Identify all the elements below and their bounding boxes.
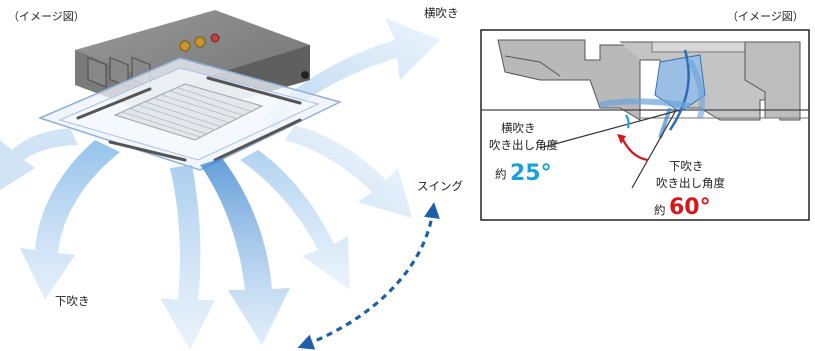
- side-angle-value: 25°: [510, 161, 552, 186]
- down-angle-value: 60°: [669, 195, 711, 220]
- side-angle-arc: [625, 114, 630, 129]
- airflow-arrow-left-side: [0, 128, 78, 190]
- airflow-arrow-center-down-2: [160, 165, 215, 350]
- pipe-connectors: [179, 33, 309, 79]
- right-diagram: （イメージ図） 横吹き 吹き出し角度 約 25°: [480, 10, 810, 221]
- airflow-arrow-right-side: [285, 125, 412, 218]
- intake-grille: [113, 83, 264, 141]
- label-down-blow: 下吹き: [55, 294, 90, 308]
- down-angle-line: [631, 111, 676, 189]
- louver-assembly: [599, 49, 706, 139]
- swing-arrow: [297, 202, 440, 350]
- side-blow-angle-title: 吹き出し角度: [489, 138, 558, 152]
- side-blow-title: 横吹き: [501, 121, 536, 135]
- right-caption: （イメージ図）: [727, 10, 804, 23]
- left-diagram: （イメージ図）: [0, 6, 463, 350]
- airflow-arrow-left-down: [20, 140, 120, 300]
- down-blow-angle-title: 吹き出し角度: [656, 176, 725, 190]
- label-swing: スイング: [417, 179, 463, 193]
- left-caption: （イメージ図）: [8, 10, 85, 23]
- down-blow-title: 下吹き: [669, 159, 704, 173]
- down-approx-label: 約: [654, 203, 666, 217]
- airflow-arrow-center-down: [200, 158, 290, 345]
- down-angle-arc: [621, 137, 649, 162]
- side-angle-line: [539, 109, 681, 149]
- label-side-blow: 横吹き: [424, 6, 459, 20]
- side-approx-label: 約: [495, 167, 507, 181]
